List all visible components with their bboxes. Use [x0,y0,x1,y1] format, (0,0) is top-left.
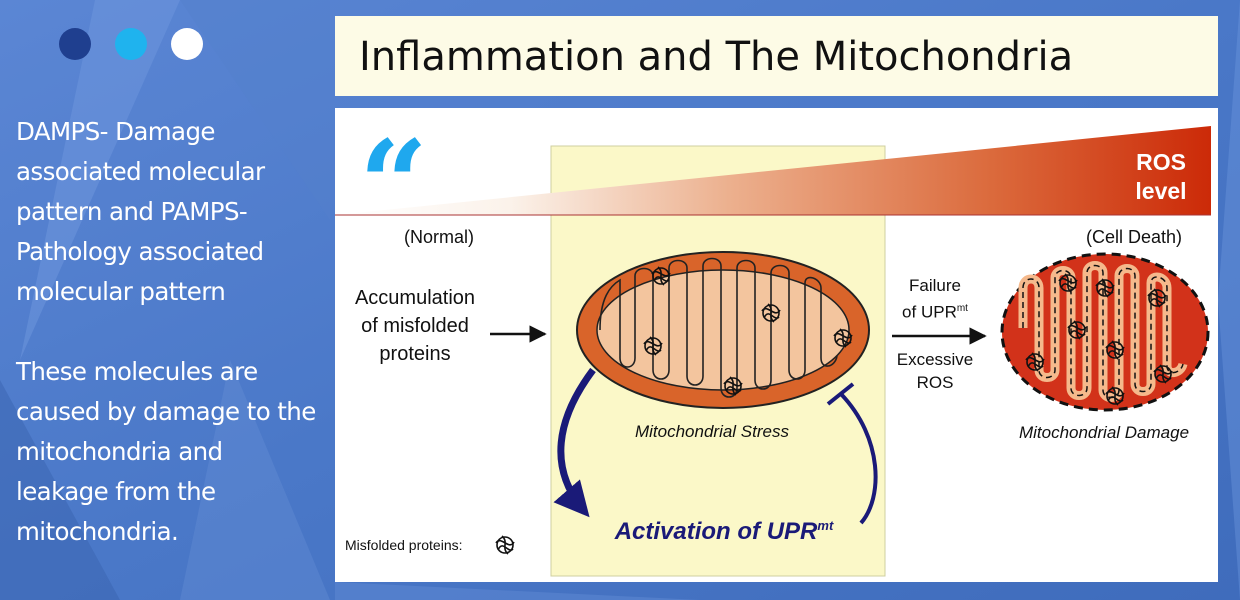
quote-icon: “ [359,114,428,255]
page-title: Inflammation and The Mitochondria [359,34,1074,80]
sidebar-paragraph-1: DAMPS- Damage associated molecular patte… [16,117,265,306]
accumulation-label: Accumulation of misfolded proteins [335,284,495,368]
figure-panel: “ [335,108,1218,582]
sidebar-paragraph-2: These molecules are caused by damage to … [16,357,316,546]
misfolded-protein-icon [495,535,515,555]
legend-label: Misfolded proteins: [345,537,463,553]
activation-arrow [553,367,596,518]
header-dot-3 [171,28,203,60]
header-dot-2 [115,28,147,60]
ros-label-line2: level [1135,178,1187,204]
activation-sup: mt [817,518,834,533]
header-dot-1 [59,28,91,60]
ros-level-wedge [335,126,1211,215]
failure-label: Failure of UPRmt [883,274,987,324]
excessive-label: Excessive ROS [883,348,987,394]
stress-label: Mitochondrial Stress [634,422,789,441]
title-banner: Inflammation and The Mitochondria [335,16,1218,96]
failure-line2: of UPR [902,302,957,322]
mitochondria-diagram: “ [335,114,1211,577]
normal-label: (Normal) [404,227,474,247]
failure-sup: mt [956,303,968,314]
activation-label: Activation of UPRmt [579,518,869,546]
accumulation-line3: proteins [379,343,451,365]
excessive-line1: Excessive [896,350,974,369]
activation-text: Activation of UPR [614,518,818,545]
accumulation-line2: of misfolded [361,315,469,337]
cell-death-label: (Cell Death) [1085,227,1183,247]
failure-line1: Failure [909,276,961,295]
inhibition-arrow [839,392,878,525]
failure-line2-wrap: of UPRmt [883,297,987,324]
accumulation-line1: Accumulation [354,287,476,309]
damage-label: Mitochondrial Damage [1018,423,1190,442]
mitochondrion-damage-shape [1000,252,1210,412]
mitochondrion-stress-shape [576,251,870,409]
ros-label: ROS level [1121,148,1201,206]
sidebar-text: DAMPS- Damage associated molecular patte… [16,112,316,552]
ros-label-line1: ROS [1136,149,1186,175]
excessive-line2: ROS [916,373,954,392]
